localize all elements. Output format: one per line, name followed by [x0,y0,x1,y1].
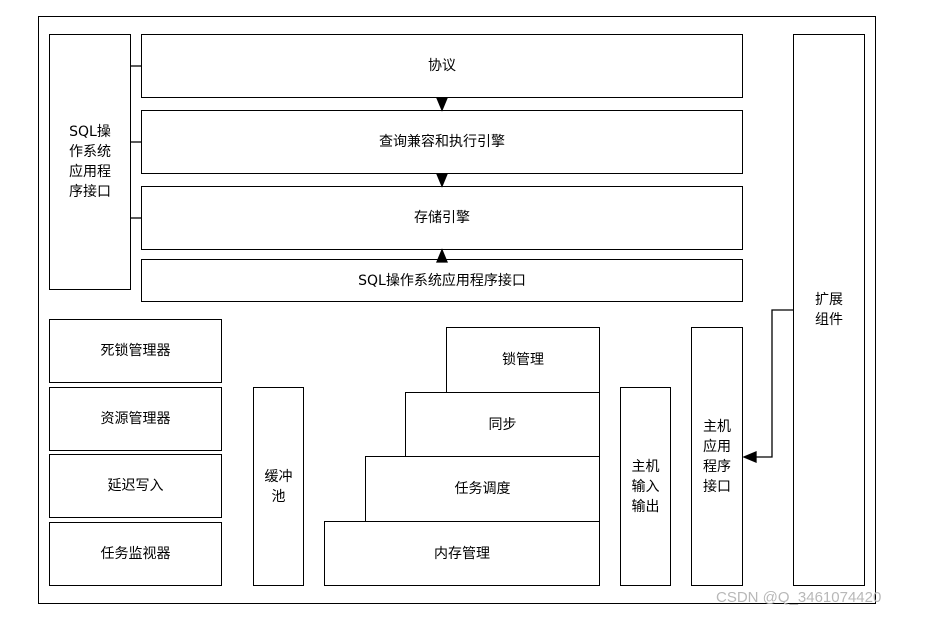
sql-os-api-layer: SQL操作系统应用程序接口 [141,259,743,302]
lazy-writer-label: 延迟写入 [107,478,164,494]
host-api-box: 主机应用程序接口 [691,327,743,586]
deadlock-manager-box: 死锁管理器 [49,319,222,383]
memory-management-box: 内存管理 [324,521,600,586]
system-frame [38,16,876,604]
resource-manager-label: 资源管理器 [100,411,171,427]
protocol-layer: 协议 [141,34,743,98]
sql-os-api-left-label: SQL操作系统应用程序接口 [68,124,111,200]
extension-component-label: 扩展组件 [814,292,843,328]
buffer-pool-box: 缓冲池 [253,387,304,586]
watermark-text: CSDN @Q_3461074420 [716,589,882,606]
sql-os-api-layer-label: SQL操作系统应用程序接口 [358,272,526,289]
host-io-box: 主机输入输出 [620,387,671,586]
task-scheduling-box: 任务调度 [365,456,600,522]
memory-management-label: 内存管理 [434,545,490,562]
host-api-label: 主机应用程序接口 [702,418,731,495]
query-engine-layer: 查询兼容和执行引擎 [141,110,743,174]
protocol-label: 协议 [428,58,456,74]
deadlock-manager-label: 死锁管理器 [100,343,171,359]
lock-management-label: 锁管理 [502,352,544,368]
lazy-writer-box: 延迟写入 [49,454,222,518]
task-monitor-label: 任务监视器 [100,546,171,562]
resource-manager-box: 资源管理器 [49,387,222,451]
sql-os-api-left-box: SQL操作系统应用程序接口 [49,34,131,290]
task-monitor-box: 任务监视器 [49,522,222,586]
storage-engine-label: 存储引擎 [414,210,470,226]
synchronization-label: 同步 [488,416,517,433]
buffer-pool-label: 缓冲池 [264,468,293,505]
query-engine-label: 查询兼容和执行引擎 [379,134,505,150]
task-scheduling-label: 任务调度 [454,481,511,497]
storage-engine-layer: 存储引擎 [141,186,743,250]
synchronization-box: 同步 [405,392,600,457]
host-io-label: 主机输入输出 [631,458,660,515]
lock-management-box: 锁管理 [446,327,600,393]
extension-component-box: 扩展组件 [793,34,865,586]
